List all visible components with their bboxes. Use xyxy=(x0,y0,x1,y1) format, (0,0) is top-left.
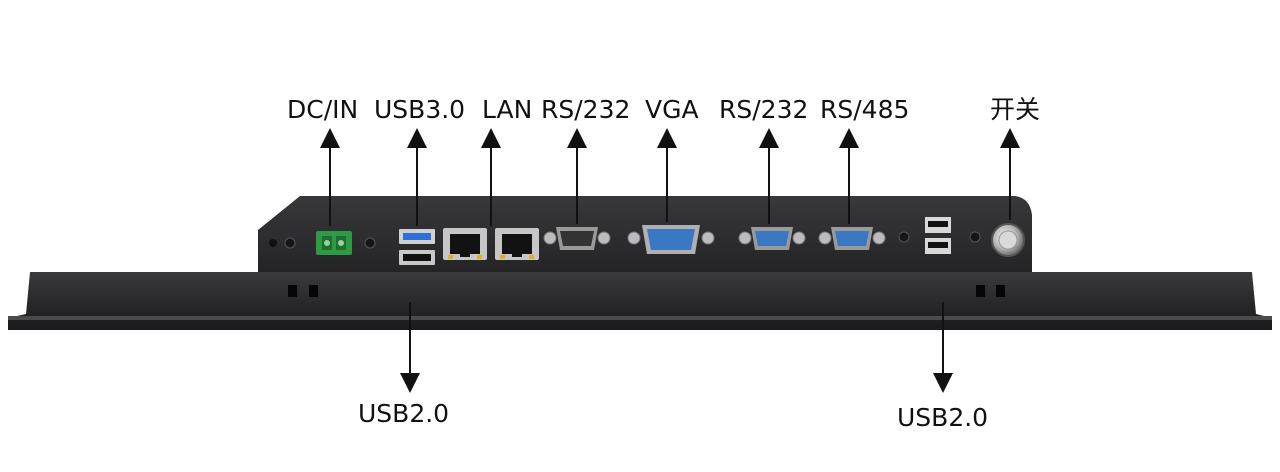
vga-port xyxy=(627,225,715,254)
label-power-switch: 开关 xyxy=(990,95,1041,124)
rs485-port xyxy=(818,227,886,250)
usb20-port-right xyxy=(976,285,1005,297)
label-rs485: RS/485 xyxy=(820,95,910,124)
usb30-port xyxy=(399,229,435,265)
label-usb30: USB3.0 xyxy=(374,95,466,124)
lan-port-1 xyxy=(443,228,487,260)
dc-in-terminal xyxy=(316,231,352,255)
panel-bezel xyxy=(8,272,1272,330)
usb-stack-rear xyxy=(925,217,951,254)
lan-port-2 xyxy=(495,228,539,260)
usb20-port-left xyxy=(288,285,318,297)
label-rs232-1: RS/232 xyxy=(541,95,631,124)
label-vga: VGA xyxy=(645,95,699,124)
label-lan: LAN xyxy=(482,95,533,124)
label-usb20-right: USB2.0 xyxy=(897,403,989,432)
label-dc-in: DC/IN xyxy=(287,95,359,124)
rs232-port-2 xyxy=(738,227,806,250)
rs232-port-1 xyxy=(543,227,611,250)
label-rs232-2: RS/232 xyxy=(719,95,809,124)
label-usb20-left: USB2.0 xyxy=(358,399,450,428)
power-switch xyxy=(991,223,1025,257)
